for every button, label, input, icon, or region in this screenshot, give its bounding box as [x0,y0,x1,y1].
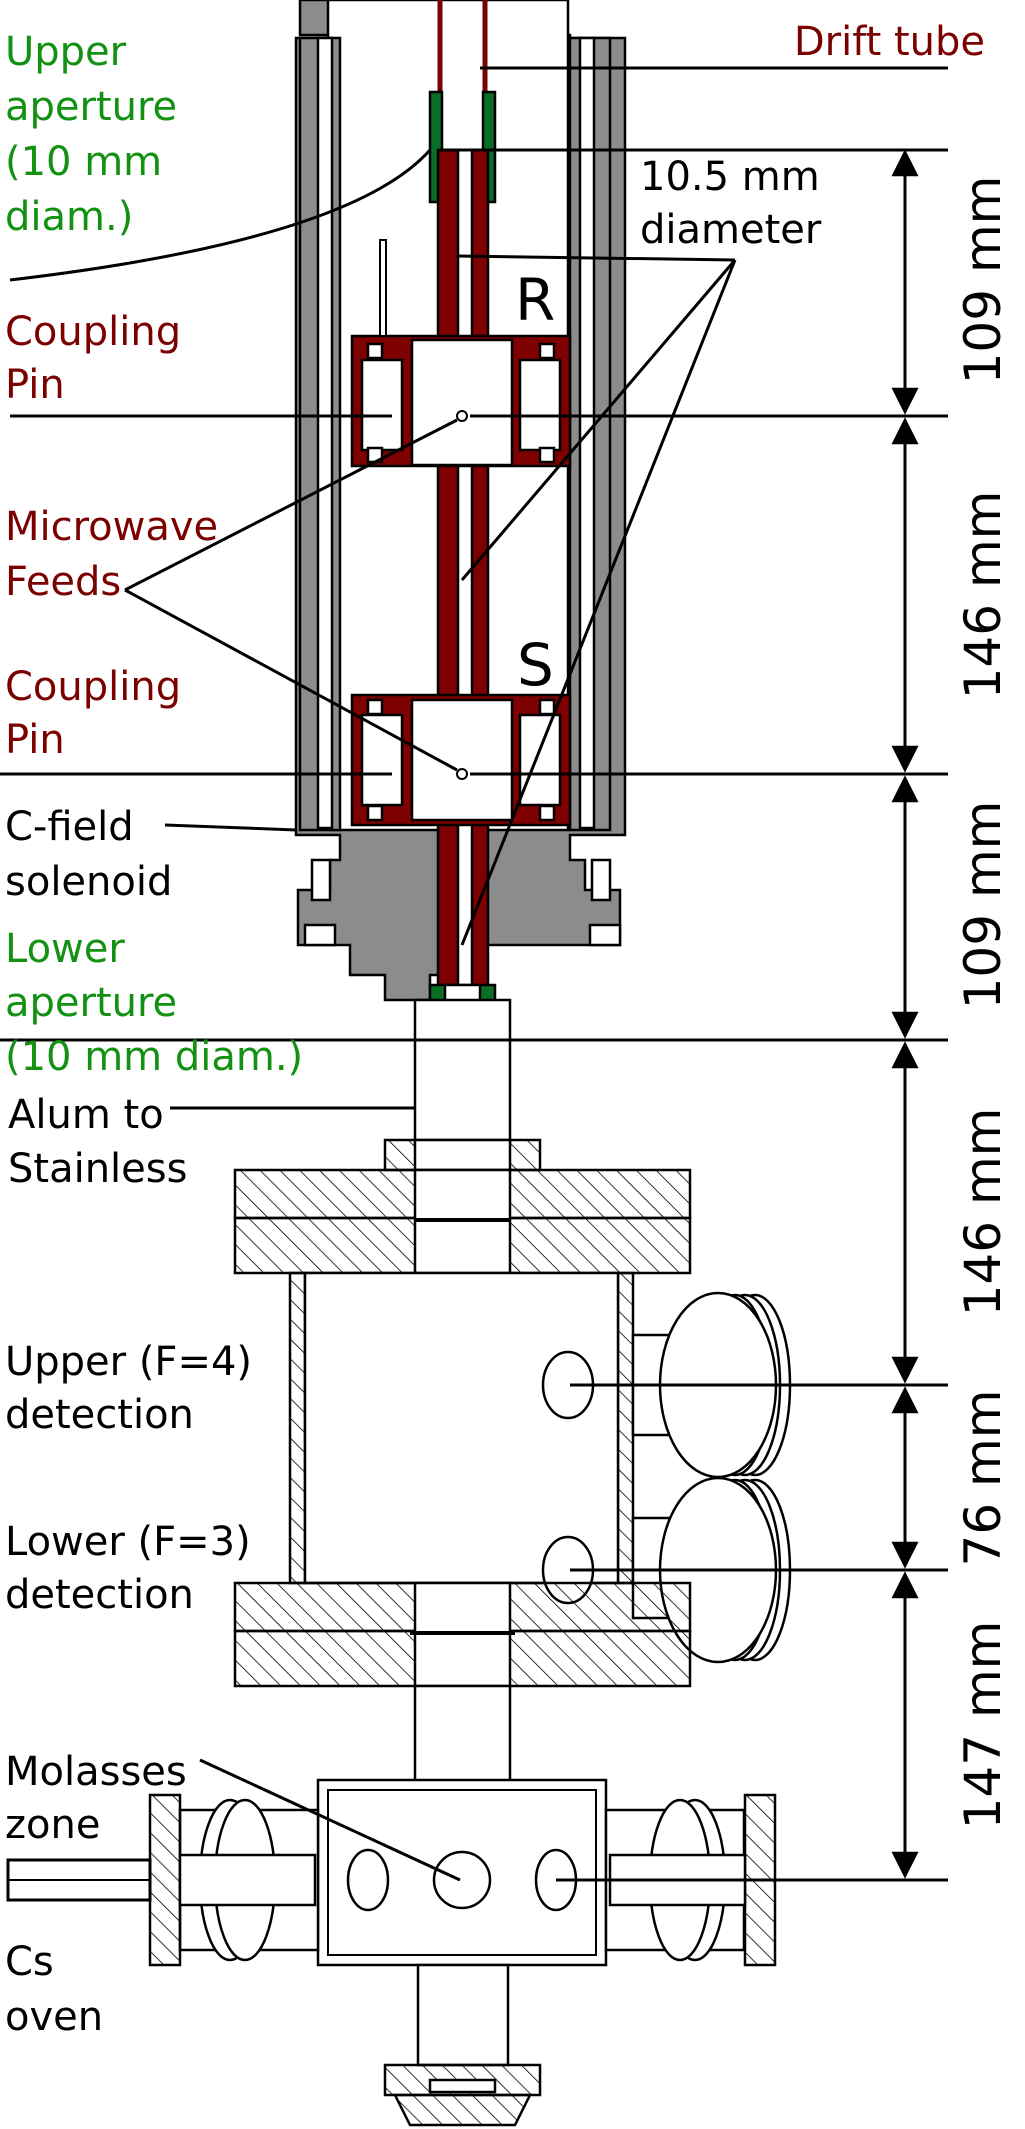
diameter-label: 10.5 mm diameter [640,154,822,253]
dim-6: 147 mm [954,1621,1012,1830]
svg-text:(10 mm diam.): (10 mm diam.) [5,1034,303,1080]
svg-text:Coupling: Coupling [5,664,181,710]
svg-text:zone: zone [5,1802,100,1848]
alum-label: Alum to Stainless [8,1092,187,1192]
microwave-feeds-label: Microwave Feeds [5,504,218,605]
svg-text:oven: oven [5,1994,103,2040]
dim-3: 109 mm [954,801,1012,1010]
svg-text:C-field: C-field [5,804,134,850]
svg-text:Stainless: Stainless [8,1146,187,1192]
svg-text:Upper: Upper [5,29,127,75]
svg-text:Feeds: Feeds [5,559,121,605]
lower-aperture-label: Lower aperture (10 mm diam.) [5,926,303,1080]
cavity-s-label: S [517,631,554,699]
svg-text:Cs: Cs [5,1939,54,1985]
svg-text:Pin: Pin [5,362,65,408]
svg-text:aperture: aperture [5,980,177,1026]
svg-text:detection: detection [5,1392,194,1438]
svg-text:detection: detection [5,1572,194,1618]
svg-text:Molasses: Molasses [5,1749,187,1795]
dim-5: 76 mm [954,1390,1012,1567]
upper-detection-label: Upper (F=4) detection [5,1339,252,1438]
svg-text:(10 mm: (10 mm [5,139,162,185]
dimension-labels: 109 mm 146 mm 109 mm 146 mm 76 mm 147 mm [954,176,1012,1830]
drift-tube [437,0,488,152]
svg-text:Alum to: Alum to [8,1092,164,1138]
molasses-label: Molasses zone [5,1749,187,1848]
svg-text:Coupling: Coupling [5,309,181,355]
svg-text:10.5 mm: 10.5 mm [640,154,820,200]
dim-4: 146 mm [954,1108,1012,1317]
svg-text:Upper (F=4): Upper (F=4) [5,1339,252,1385]
drift-tube-label: Drift tube [794,19,985,65]
svg-text:Microwave: Microwave [5,504,218,550]
svg-text:aperture: aperture [5,84,177,130]
c-field-label: C-field solenoid [5,804,172,905]
svg-text:diam.): diam.) [5,194,133,240]
cs-oven-label: Cs oven [5,1939,103,2040]
dim-2: 146 mm [954,491,1012,700]
lower-detection-label: Lower (F=3) detection [5,1519,251,1618]
svg-text:Lower (F=3): Lower (F=3) [5,1519,251,1565]
svg-text:Lower: Lower [5,926,125,972]
svg-text:Pin: Pin [5,717,65,763]
dim-1: 109 mm [954,176,1012,385]
upper-aperture-label: Upper aperture (10 mm diam.) [5,29,177,240]
cavity-r-label: R [515,266,555,334]
labels: Drift tube Upper aperture (10 mm diam.) … [5,19,985,2040]
microwave-cavity [350,148,572,1002]
svg-text:solenoid: solenoid [5,859,172,905]
leader-lines [0,66,948,1882]
svg-text:diameter: diameter [640,207,822,253]
coupling-pin-lower-label: Coupling Pin [5,664,181,763]
coupling-pin-upper-label: Coupling Pin [5,309,181,408]
vacuum-chamber [6,998,792,2127]
